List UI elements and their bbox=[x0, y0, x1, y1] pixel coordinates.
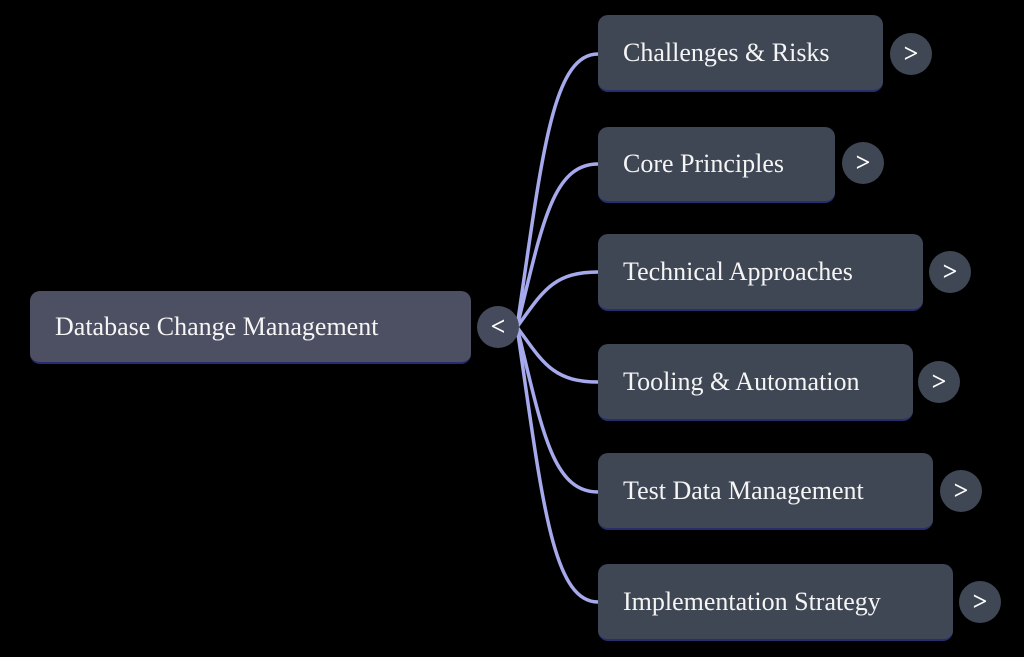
expand-challenges-risks-button[interactable]: > bbox=[890, 33, 932, 75]
node-tooling-automation[interactable]: Tooling & Automation bbox=[598, 344, 913, 421]
node-label: Tooling & Automation bbox=[623, 366, 860, 396]
node-label: Core Principles bbox=[623, 149, 785, 178]
node-test-data-management[interactable]: Test Data Management bbox=[598, 453, 933, 530]
node-database-change-management[interactable]: Database Change Management bbox=[30, 291, 471, 364]
edge-root-to-technical-approaches bbox=[515, 270, 600, 329]
edge-root-to-tooling-automation bbox=[515, 325, 600, 384]
node-label: Challenges & Risks bbox=[623, 37, 830, 67]
expand-core-principles-button[interactable]: > bbox=[842, 142, 884, 184]
chevron-right-icon: > bbox=[972, 587, 988, 616]
node-technical-approaches[interactable]: Technical Approaches bbox=[598, 234, 923, 311]
node-implementation-strategy[interactable]: Implementation Strategy bbox=[598, 564, 953, 641]
node-challenges-risks[interactable]: Challenges & Risks bbox=[598, 15, 883, 92]
expand-technical-approaches-button[interactable]: > bbox=[929, 251, 971, 293]
edge-root-to-test-data-management bbox=[515, 325, 600, 494]
node-label: Technical Approaches bbox=[623, 256, 853, 286]
chevron-right-icon: > bbox=[855, 148, 871, 177]
chevron-right-icon: > bbox=[931, 367, 947, 396]
collapse-root-button[interactable]: < bbox=[477, 306, 519, 348]
expand-implementation-strategy-button[interactable]: > bbox=[959, 581, 1001, 623]
node-label: Database Change Management bbox=[55, 311, 379, 341]
expand-test-data-management-button[interactable]: > bbox=[940, 470, 982, 512]
chevron-left-icon: < bbox=[490, 312, 506, 341]
chevron-right-icon: > bbox=[903, 39, 919, 68]
chevron-right-icon: > bbox=[942, 257, 958, 286]
node-label: Implementation Strategy bbox=[623, 586, 881, 616]
chevron-right-icon: > bbox=[953, 476, 969, 505]
node-core-principles[interactable]: Core Principles bbox=[598, 127, 835, 203]
edge-root-to-implementation-strategy bbox=[515, 325, 600, 604]
edge-root-to-core-principles bbox=[515, 162, 600, 329]
expand-tooling-automation-button[interactable]: > bbox=[918, 361, 960, 403]
edge-root-to-challenges-risks bbox=[515, 52, 600, 329]
node-label: Test Data Management bbox=[623, 475, 864, 505]
